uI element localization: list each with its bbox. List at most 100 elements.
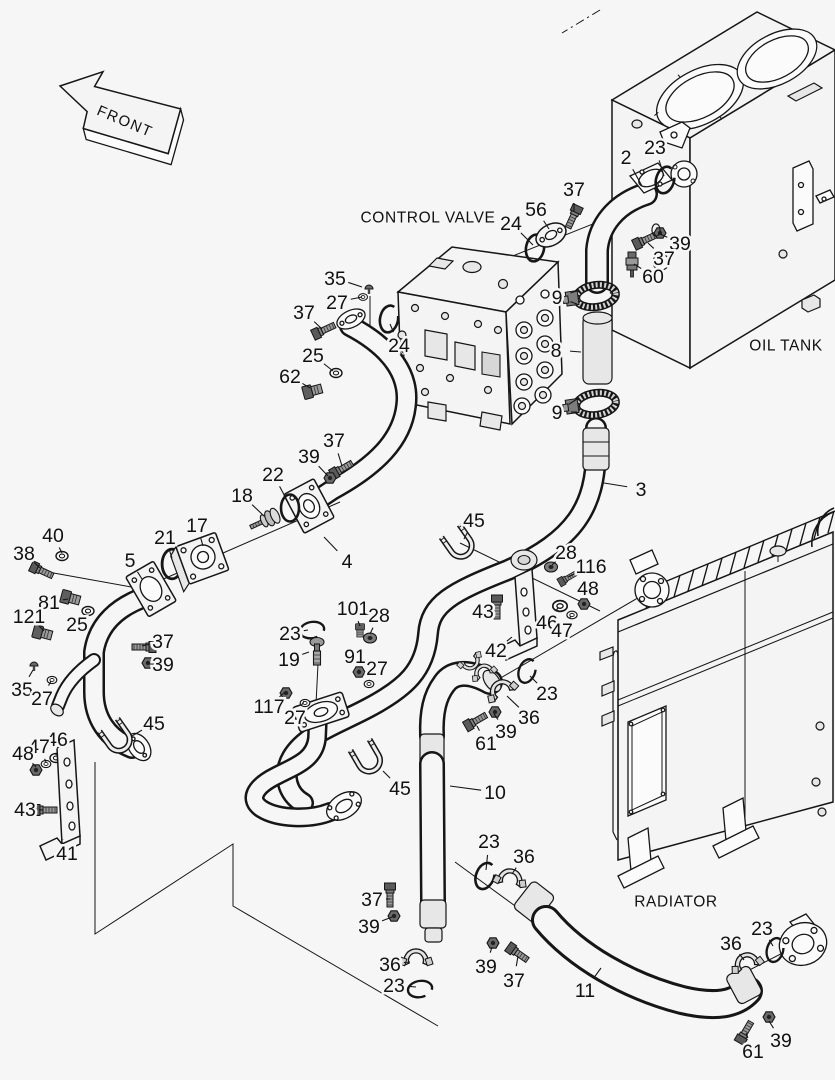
leader-line (603, 482, 628, 488)
part-label-37: 37 (293, 302, 315, 324)
small-parts-layer (28, 163, 788, 1046)
leader-line (506, 636, 513, 642)
flange-4 (283, 478, 335, 534)
u-bolt-45 (349, 738, 386, 776)
leader-line (515, 955, 519, 967)
leader-line (279, 691, 286, 698)
leader-line (647, 242, 655, 249)
leader-line (768, 939, 774, 947)
leader-line (168, 550, 173, 559)
washer-47 (566, 610, 578, 620)
part-label-37: 37 (361, 889, 383, 911)
radiator-drawing (599, 507, 835, 967)
o-ring-23 (297, 618, 327, 642)
leader-line (551, 561, 557, 566)
part-label-39: 39 (475, 956, 497, 978)
leader-line (485, 854, 489, 871)
tank-opening-ring (654, 63, 746, 131)
leader-line (302, 651, 310, 655)
hose-clamp-9 (562, 282, 618, 311)
part-label-39: 39 (770, 1030, 792, 1052)
leader-line (569, 615, 572, 619)
nut-39 (486, 937, 500, 949)
part-label-23: 23 (536, 683, 558, 705)
hose-clamp-9 (562, 390, 618, 419)
part-label-39: 39 (152, 654, 174, 676)
nut-48 (577, 598, 591, 610)
leader-line (137, 571, 143, 580)
cap-35 (29, 661, 39, 672)
part-label-36: 36 (379, 954, 401, 976)
leader-line (303, 629, 309, 632)
leader-line (357, 620, 361, 627)
part-label-17: 17 (186, 515, 208, 537)
part-label-39: 39 (669, 233, 691, 255)
o-ring-23 (405, 977, 435, 1001)
bolt-43 (32, 804, 58, 816)
oil-tank-drawing (610, 11, 835, 370)
part-label-45: 45 (463, 510, 485, 532)
part-label-4: 4 (342, 551, 353, 573)
leader-line (318, 465, 329, 477)
section-label-control-valve: CONTROL VALVE (361, 209, 496, 226)
leader-line (570, 290, 578, 294)
leader-line (323, 536, 338, 552)
leader-line (32, 762, 37, 768)
part-label-116: 116 (575, 556, 606, 578)
part-label-18: 18 (231, 485, 253, 507)
leader-line (745, 1032, 749, 1039)
part-label-60: 60 (642, 266, 664, 288)
part-label-8: 8 (551, 340, 562, 362)
o-ring-23 (470, 858, 500, 894)
part-label-22: 22 (262, 464, 284, 486)
part-label-61: 61 (742, 1041, 764, 1063)
leader-line (48, 680, 52, 686)
part-label-38: 38 (13, 543, 35, 565)
part-label-41: 41 (56, 843, 78, 865)
leader-line (449, 785, 482, 791)
part-label-23: 23 (751, 918, 773, 940)
part-label-121: 121 (13, 606, 46, 628)
part-label-43: 43 (472, 601, 494, 623)
part-label-23: 23 (644, 137, 666, 159)
leader-line (739, 953, 745, 961)
washer-27 (299, 698, 311, 708)
leader-line (368, 679, 371, 682)
leader-line (463, 532, 468, 540)
part-label-46: 46 (536, 612, 558, 634)
leader-line (279, 486, 290, 505)
leader-line (520, 232, 534, 246)
part-label-36: 36 (513, 846, 535, 868)
leader-line (381, 916, 393, 922)
tank-opening-ring (736, 28, 818, 90)
part-label-5: 5 (125, 550, 136, 572)
leader-line (44, 758, 47, 763)
part-label-35: 35 (324, 268, 346, 290)
leader-line (529, 675, 538, 684)
part-label-61: 61 (475, 733, 497, 755)
washer-27 (46, 675, 58, 685)
part-label-43: 43 (14, 799, 36, 821)
part-label-46: 46 (46, 729, 68, 751)
part-label-36: 36 (720, 933, 742, 955)
bolt-37 (562, 203, 584, 231)
part-label-39: 39 (298, 446, 320, 468)
part-label-28: 28 (555, 542, 577, 564)
part-label-47: 47 (28, 736, 50, 758)
plug-81 (59, 588, 82, 608)
o-ring-24 (376, 302, 402, 336)
part-label-37: 37 (323, 430, 345, 452)
leader-line (493, 713, 499, 720)
part-label-28: 28 (368, 605, 390, 627)
stem-19 (309, 636, 325, 666)
leader-line (348, 281, 363, 288)
leader-line (403, 961, 411, 964)
leader-line (38, 625, 45, 632)
part-label-62: 62 (279, 366, 301, 388)
part-label-37: 37 (152, 631, 174, 653)
part-label-9: 9 (552, 287, 563, 309)
leader-line (511, 867, 517, 875)
radiator-port-flange (778, 921, 828, 967)
part-label-21: 21 (154, 527, 176, 549)
leader-line (570, 301, 578, 305)
